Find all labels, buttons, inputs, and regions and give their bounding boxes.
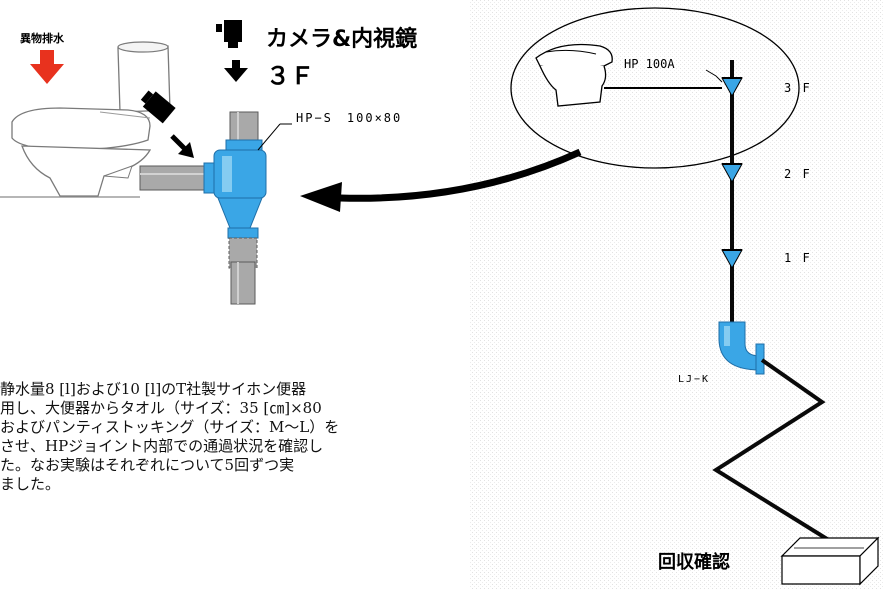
description-text: 静水量8 [l]および10 [l]のT社製サイホン便器 用し、大便器からタオル（… [0,380,440,494]
right-panel-background [470,0,883,590]
floor-label-2f: 2 F [784,167,812,181]
description-line: 用し、大便器からタオル（サイズ：35 [㎝]×80 [0,399,322,417]
hp-joint-2f-icon [721,163,743,184]
angled-arrow-icon [170,134,194,158]
lj-k-elbow [718,321,765,375]
description-line: た。なお実験はそれぞれについて5回ずつ実 [0,456,295,474]
description-line: ました。 [0,475,61,493]
hp-s-leader-line [257,123,281,151]
drain-label: 異物排水 [20,31,65,45]
hp-joint-1f-icon [721,249,743,270]
down-arrow-icon [224,60,248,82]
hp-100a-leader-line [705,69,723,83]
camera-angled-icon [140,90,176,124]
curved-arrow-icon [300,148,582,212]
hp-100a-label: HP 100A [624,57,675,71]
lj-k-label: LJ−K [678,374,710,385]
camera-icon [216,20,242,48]
small-toilet-illustration [535,43,722,107]
horizontal-pipe [139,162,217,194]
description-line: およびパンティストッキング（サイズ：M〜L）を [0,418,340,436]
collection-label: 回収確認 [658,551,730,573]
description-line: させ、HPジョイント内部での通過状況を確認し [0,437,324,455]
floor-label-3f-left: ３Ｆ [266,62,314,90]
description-line: 静水量8 [l]および10 [l]のT社製サイホン便器 [0,380,307,398]
floor-label-1f: 1 F [784,251,812,265]
hp-joint-3f-icon [721,77,743,98]
collection-box-icon [780,536,880,586]
hp-s-label: HP−S 100×80 [296,111,402,125]
camera-title: カメラ&内視鏡 [266,26,417,52]
zoom-ellipse [510,7,800,169]
floor-label-3f: 3 F [784,81,812,95]
drain-arrow-icon [30,50,64,84]
drain-line [712,358,850,554]
hp-s-fitting [213,111,267,305]
